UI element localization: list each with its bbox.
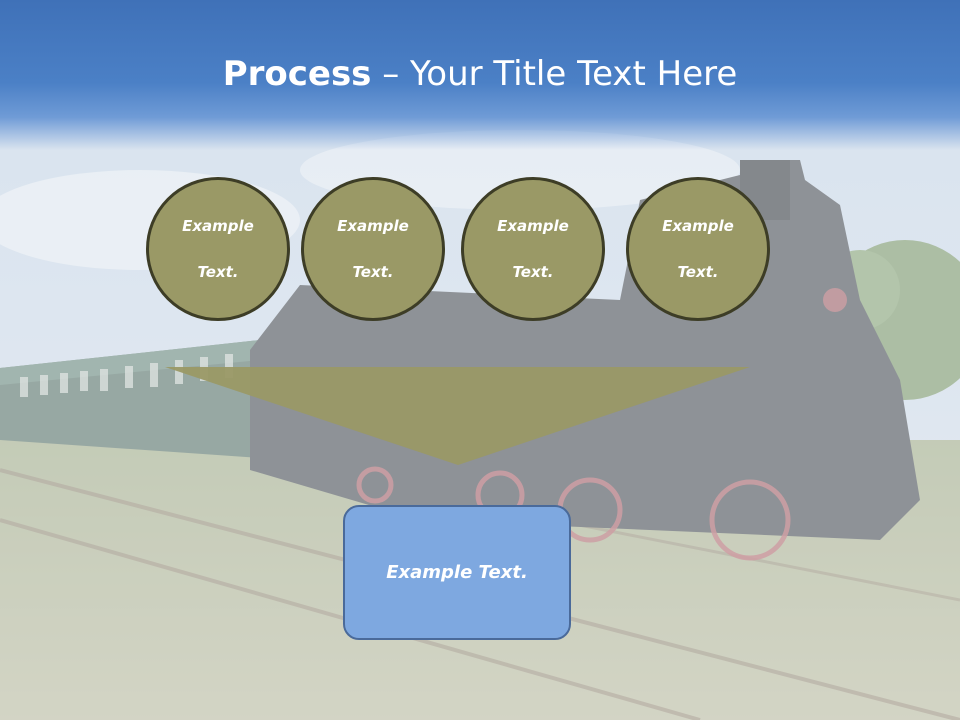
- circle-label-line2: Text.: [512, 262, 554, 281]
- circle-label-line1: Example: [497, 216, 569, 235]
- title-rest-part: – Your Title Text Here: [371, 54, 738, 94]
- result-label: Example Text.: [386, 562, 528, 583]
- circle-label-line1: Example: [182, 216, 254, 235]
- circle-label-line2: Text.: [197, 262, 239, 281]
- circle-label-line1: Example: [662, 216, 734, 235]
- circle-label-line1: Example: [337, 216, 409, 235]
- result-box[interactable]: Example Text.: [343, 505, 571, 640]
- title-bold-part: Process: [222, 54, 372, 94]
- title-bar: [0, 0, 960, 150]
- funnel-triangle[interactable]: [165, 367, 750, 467]
- slide-title[interactable]: Process – Your Title Text Here: [0, 50, 960, 98]
- circle-label-line2: Text.: [352, 262, 394, 281]
- circle-label-line2: Text.: [677, 262, 719, 281]
